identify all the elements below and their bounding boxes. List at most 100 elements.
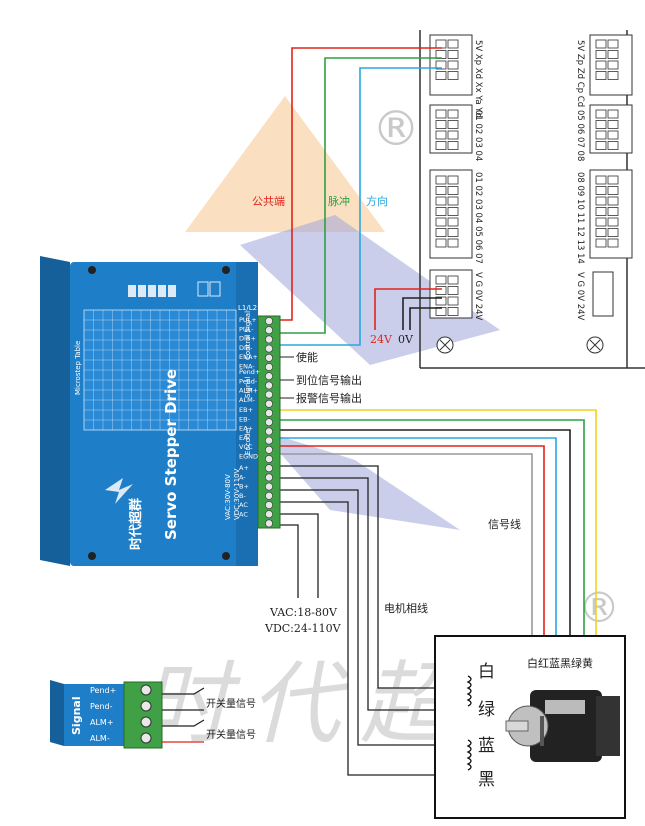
controller-pin xyxy=(607,109,619,119)
driver-pin-signal-3: ALM- xyxy=(239,396,256,404)
terminal-screw xyxy=(265,501,273,509)
controller-pin xyxy=(435,207,447,216)
driver-pin-control-2: DIR+ xyxy=(239,335,256,343)
bg-blue-shape-top xyxy=(240,215,500,365)
controller-pin xyxy=(447,120,459,129)
driver-pin-power-5: AC xyxy=(239,511,248,519)
signal-inset xyxy=(50,680,163,749)
label-24v: 24V xyxy=(370,333,393,346)
servo-motor-image xyxy=(505,690,620,762)
controller-pin xyxy=(607,238,619,248)
controller-pin xyxy=(447,71,459,80)
driver-top-label: L1/L2 xyxy=(238,304,257,312)
controller-pin xyxy=(447,196,459,206)
driver-pin-signal-2: ALM+ xyxy=(239,387,258,395)
controller-pin xyxy=(435,196,447,206)
terminal-screw xyxy=(265,436,273,445)
driver-pin-control-0: PUL+ xyxy=(239,316,257,324)
terminal-screw xyxy=(265,491,273,500)
bg-blue-shape-mid xyxy=(260,430,460,530)
label-pulse: 脉冲 xyxy=(328,194,350,208)
controller-pin xyxy=(607,196,619,206)
terminal-screw xyxy=(265,510,273,519)
microstep-table-title: Microstep Table xyxy=(74,341,82,395)
controller-pin xyxy=(607,71,619,80)
bg-orange-triangle xyxy=(185,96,385,232)
controller-pin xyxy=(607,60,619,70)
label-switch-signal-2: 开关量信号 xyxy=(206,728,256,741)
terminal-screw xyxy=(265,519,273,528)
section-label-control: Control Signal xyxy=(244,311,252,360)
controller-pin xyxy=(435,109,447,119)
terminal-screw xyxy=(265,372,273,381)
terminal-screw xyxy=(265,353,273,362)
controller-pin xyxy=(607,50,619,59)
terminal-screw xyxy=(265,390,273,399)
controller-pin xyxy=(595,141,607,150)
controller-pin xyxy=(607,130,619,140)
controller-pin xyxy=(435,39,447,49)
ctrl-row4-right: V G 0V 24V xyxy=(575,272,585,321)
label-wire-colors: 白红蓝黑绿黄 xyxy=(527,656,593,670)
label-alarm: 报警信号输出 xyxy=(296,391,362,405)
driver-pin-encoder-2: EA+ xyxy=(239,425,253,433)
controller-pin xyxy=(447,296,459,306)
controller-pin xyxy=(595,39,607,49)
terminal-screw xyxy=(265,482,273,491)
controller-pin xyxy=(447,186,459,195)
label-common: 公共端 xyxy=(252,195,285,208)
label-signal-line: 信号线 xyxy=(488,517,521,531)
inset-pin-pend-minus: Pend- xyxy=(90,702,113,711)
driver-model-label: Servo Stepper Drive xyxy=(162,369,180,540)
inset-pin-pend-plus: Pend+ xyxy=(90,686,116,695)
control-wires xyxy=(270,47,442,346)
controller-pin xyxy=(435,120,447,129)
driver-pin-signal-1: Pend- xyxy=(239,377,258,385)
driver-pin-power-3: B- xyxy=(239,492,246,500)
ctrl-row2-right: 05 06 07 08 xyxy=(575,110,585,161)
terminal-screw xyxy=(265,445,273,454)
driver-pin-encoder-0: EB+ xyxy=(239,406,253,414)
driver-pin-power-2: B+ xyxy=(239,483,249,491)
driver-pin-encoder-4: VCC xyxy=(239,443,253,451)
controller-pin xyxy=(435,238,447,248)
ctrl-row1-left: 5V Xp Xd Xx Ya Yd xyxy=(473,40,483,118)
driver-pin-control-3: DIR- xyxy=(239,344,253,352)
controller-pin xyxy=(595,196,607,206)
controller-pin xyxy=(595,238,607,248)
coil-label-blue: 蓝 xyxy=(478,736,495,756)
driver-pin-labels: PUL+PUL-DIR+DIR-ENA+ENA-Pend+Pend-ALM+AL… xyxy=(239,316,260,519)
controller-pin xyxy=(447,60,459,70)
terminal-screw xyxy=(265,381,273,390)
controller-pin xyxy=(595,60,607,70)
controller-pin xyxy=(595,228,607,237)
label-direction: 方向 xyxy=(366,194,388,208)
controller-pin xyxy=(595,109,607,119)
controller-pin xyxy=(595,175,607,185)
terminal-screw xyxy=(265,317,273,325)
terminal-screw xyxy=(265,335,273,344)
terminal-screw xyxy=(265,344,273,353)
controller-pin xyxy=(447,228,459,237)
controller-pin xyxy=(447,307,459,316)
terminal-screw xyxy=(265,455,273,463)
controller-pin xyxy=(435,186,447,195)
ctrl-row2-left: 01 02 03 04 xyxy=(473,110,483,161)
driver-pin-control-1: PUL- xyxy=(239,325,254,333)
ctrl-row3-right: 08 09 10 11 12 13 14 xyxy=(575,172,585,264)
encoder-wires xyxy=(278,409,597,640)
controller-pin xyxy=(607,175,619,185)
driver-pin-encoder-3: EA- xyxy=(239,434,250,442)
controller-pin xyxy=(435,217,447,227)
inset-title: Signal xyxy=(70,696,83,735)
controller-pin xyxy=(447,50,459,59)
terminal-screws xyxy=(265,317,273,528)
controller-pin xyxy=(435,275,447,285)
label-in-position: 到位信号输出 xyxy=(296,373,362,387)
controller-pin xyxy=(595,71,607,80)
coil-label-green: 绿 xyxy=(478,700,495,720)
terminal-screw xyxy=(265,399,273,408)
controller-pin xyxy=(435,141,447,150)
terminal-screw xyxy=(265,363,273,371)
